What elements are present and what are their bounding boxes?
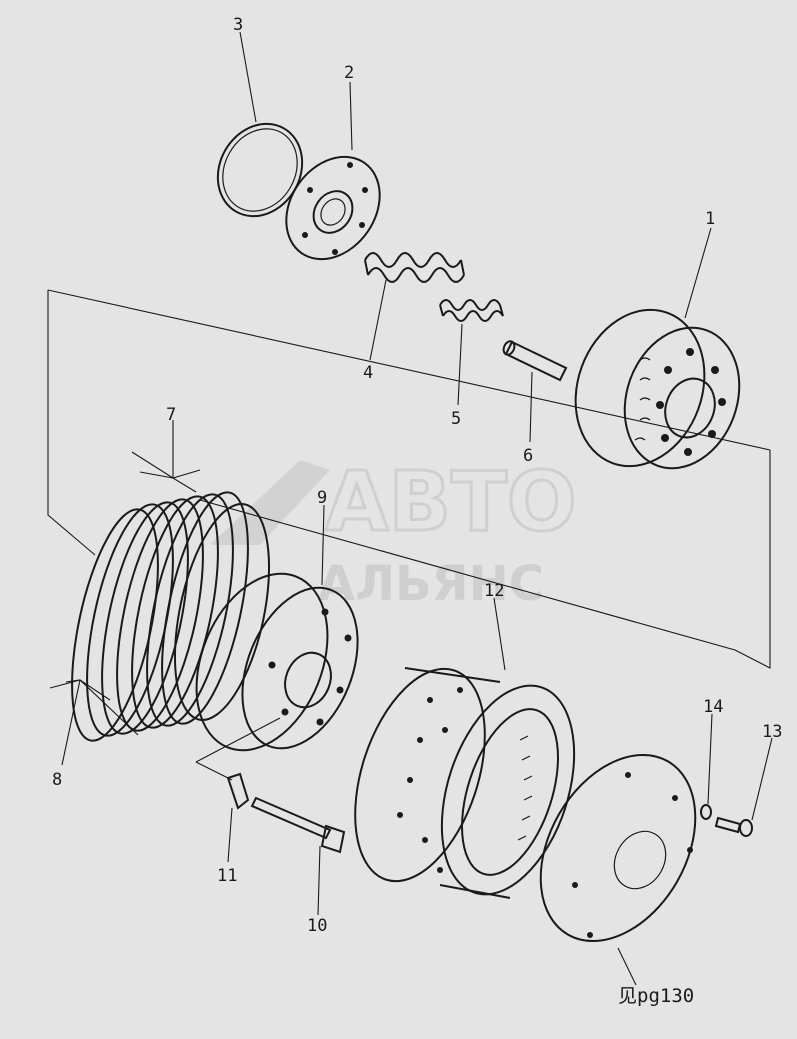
- part-2-plate: [285, 155, 381, 261]
- callout-3: 3: [233, 15, 243, 35]
- watermark-line2: АЛЬЯНС: [318, 556, 544, 612]
- part-1-hub: [574, 308, 741, 470]
- part-12-ring-gear: [354, 667, 576, 899]
- part-14-washer: [700, 804, 712, 820]
- callout-2: 2: [344, 63, 354, 83]
- part-10-bolt: [250, 796, 346, 854]
- callout-7: 7: [166, 405, 176, 425]
- callout-9: 9: [317, 488, 327, 508]
- callout-13: 13: [762, 722, 782, 742]
- part-cover-plate: [539, 753, 697, 943]
- callout-12: 12: [484, 581, 504, 601]
- leader-lines: [49, 31, 773, 986]
- part-7-8-clutch-discs: [71, 491, 271, 742]
- watermark: АВТО АЛЬЯНС: [210, 454, 578, 612]
- callout-11: 11: [217, 866, 237, 886]
- part-5-inner-spring: [439, 299, 504, 322]
- callout-4: 4: [363, 363, 373, 383]
- part-13-screw: [714, 816, 753, 837]
- callout-1: 1: [705, 209, 715, 229]
- part-4-outer-spring: [364, 252, 465, 283]
- callout-8: 8: [52, 770, 62, 790]
- part-11-lock-plate: [226, 772, 250, 810]
- part-9-carrier: [195, 572, 359, 752]
- part-6-pin: [502, 340, 568, 382]
- diagram-caption: 见pg130: [618, 985, 694, 1007]
- callout-10: 10: [307, 916, 327, 936]
- callout-numbers: 3 2 1 4 5 6 7 8 9 10 11 12 13 14: [52, 15, 782, 936]
- callout-14: 14: [703, 697, 723, 717]
- callout-6: 6: [523, 446, 533, 466]
- watermark-line1: АВТО: [325, 455, 577, 550]
- watermark-logo-icon: [210, 460, 330, 545]
- part-3-o-ring: [216, 122, 304, 218]
- assembly-outline: [47, 289, 771, 669]
- callout-5: 5: [451, 409, 461, 429]
